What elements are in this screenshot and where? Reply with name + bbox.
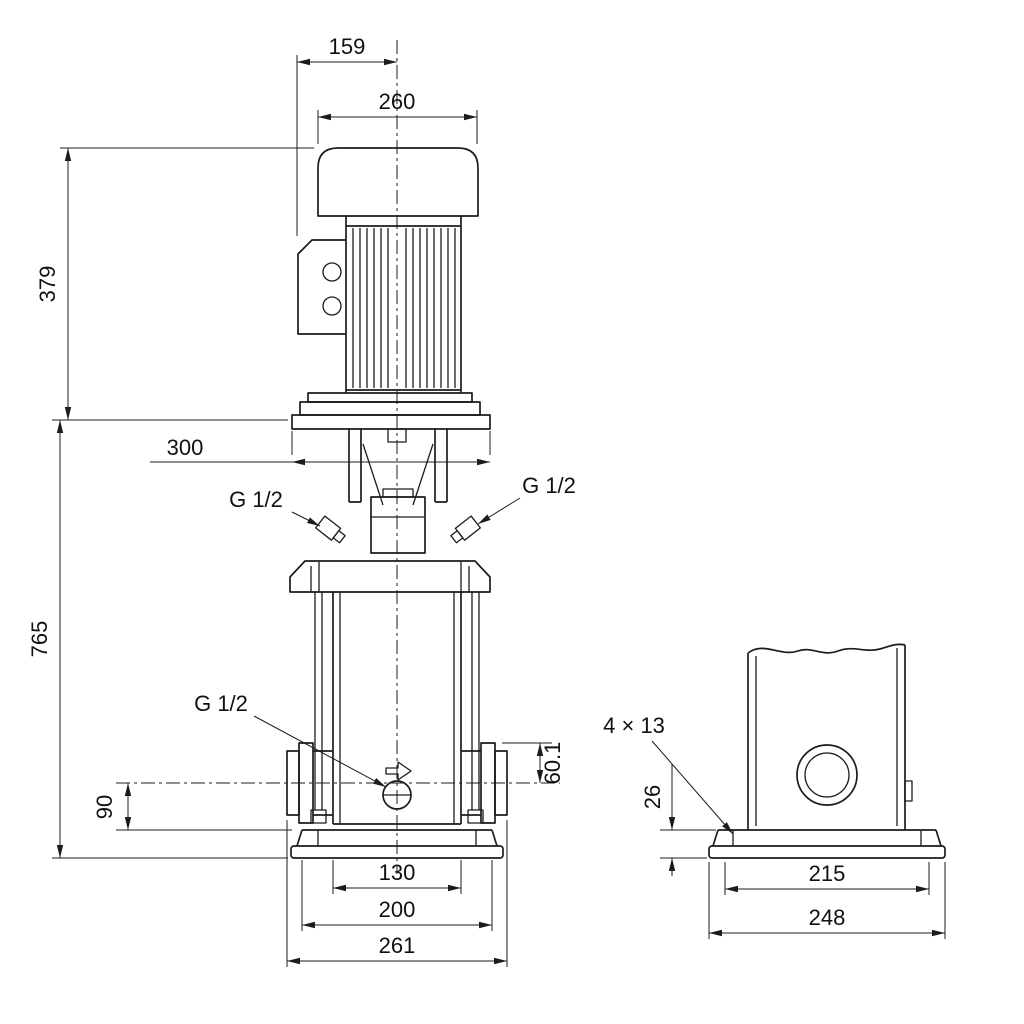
dim-130-label: 130: [379, 860, 416, 885]
dim-159-label: 159: [329, 34, 366, 59]
motor-body: [345, 216, 462, 393]
g12-drain-label: G 1/2: [194, 691, 248, 716]
dim-26-label: 26: [640, 785, 665, 809]
pump-sleeve: [310, 592, 484, 825]
callout-bolt-holes: 4 × 13: [603, 713, 734, 835]
dim-60-1: 60.1: [502, 742, 565, 785]
cable-entry-hole: [322, 296, 342, 316]
drain-plug: [382, 780, 412, 810]
dim-765-label: 765: [27, 621, 52, 658]
vent-plug-left: [315, 515, 346, 544]
coupling-block: [370, 496, 426, 554]
g12-left-label: G 1/2: [229, 487, 283, 512]
dim-26: 26: [640, 764, 716, 876]
flow-direction-arrow: [385, 761, 412, 781]
coupling-cap: [382, 488, 414, 498]
fan-cover: [317, 147, 479, 217]
staybolts: [314, 592, 480, 810]
side-pump-body: [747, 643, 913, 830]
front-view: 159 260 379 300 765 90: [27, 34, 576, 967]
dim-379-label: 379: [35, 266, 60, 303]
dim-379: 379: [35, 147, 314, 421]
dim-60-1-label: 60.1: [540, 742, 565, 785]
dim-248: 248: [708, 862, 946, 939]
terminal-box: [297, 239, 346, 335]
port-collar-right: [494, 750, 508, 816]
lantern-posts: [348, 429, 448, 503]
dim-159: 159: [296, 34, 397, 236]
callout-g12-left: G 1/2: [229, 487, 321, 527]
port-right: [461, 742, 508, 824]
side-plug-tab: [904, 780, 913, 802]
staybolt-nut: [467, 809, 484, 824]
dim-200: 200: [301, 860, 493, 931]
callout-g12-right: G 1/2: [477, 473, 576, 525]
cooling-fins: [352, 228, 456, 388]
dim-215-label: 215: [809, 861, 846, 886]
vent-plug-right: [450, 515, 481, 544]
coupling-section: [315, 428, 481, 554]
dim-260: 260: [317, 89, 478, 144]
dim-215: 215: [724, 861, 930, 895]
dim-765: 765: [27, 420, 288, 859]
g12-right-label: G 1/2: [522, 473, 576, 498]
dim-130: 130: [332, 860, 462, 894]
side-port-outer: [796, 744, 858, 806]
callout-g12-drain: G 1/2: [194, 691, 387, 788]
dim-90-label: 90: [92, 795, 117, 819]
staybolt-nut: [310, 809, 327, 824]
dim-90: 90: [92, 783, 292, 831]
pump-base: [290, 829, 504, 859]
side-view: 4 × 13 26 215 248: [603, 643, 946, 939]
guard-edges: [362, 443, 434, 506]
side-base: [708, 829, 946, 859]
side-port-bore: [804, 752, 850, 798]
break-line: [747, 643, 906, 654]
dim-200-label: 200: [379, 897, 416, 922]
shaft-stub: [387, 428, 407, 443]
cable-entry-hole: [322, 262, 342, 282]
dim-300-label: 300: [167, 435, 204, 460]
dim-248-label: 248: [809, 905, 846, 930]
pump-head: [289, 560, 491, 593]
dim-300: 300: [150, 431, 491, 466]
motor: [291, 147, 491, 430]
dim-261-label: 261: [379, 933, 416, 958]
dim-260-label: 260: [379, 89, 416, 114]
port-collar-left: [286, 750, 300, 816]
dim-261: 261: [286, 820, 508, 967]
motor-flange: [291, 392, 491, 430]
port-left: [286, 742, 333, 824]
dim-4x13-label: 4 × 13: [603, 713, 665, 738]
